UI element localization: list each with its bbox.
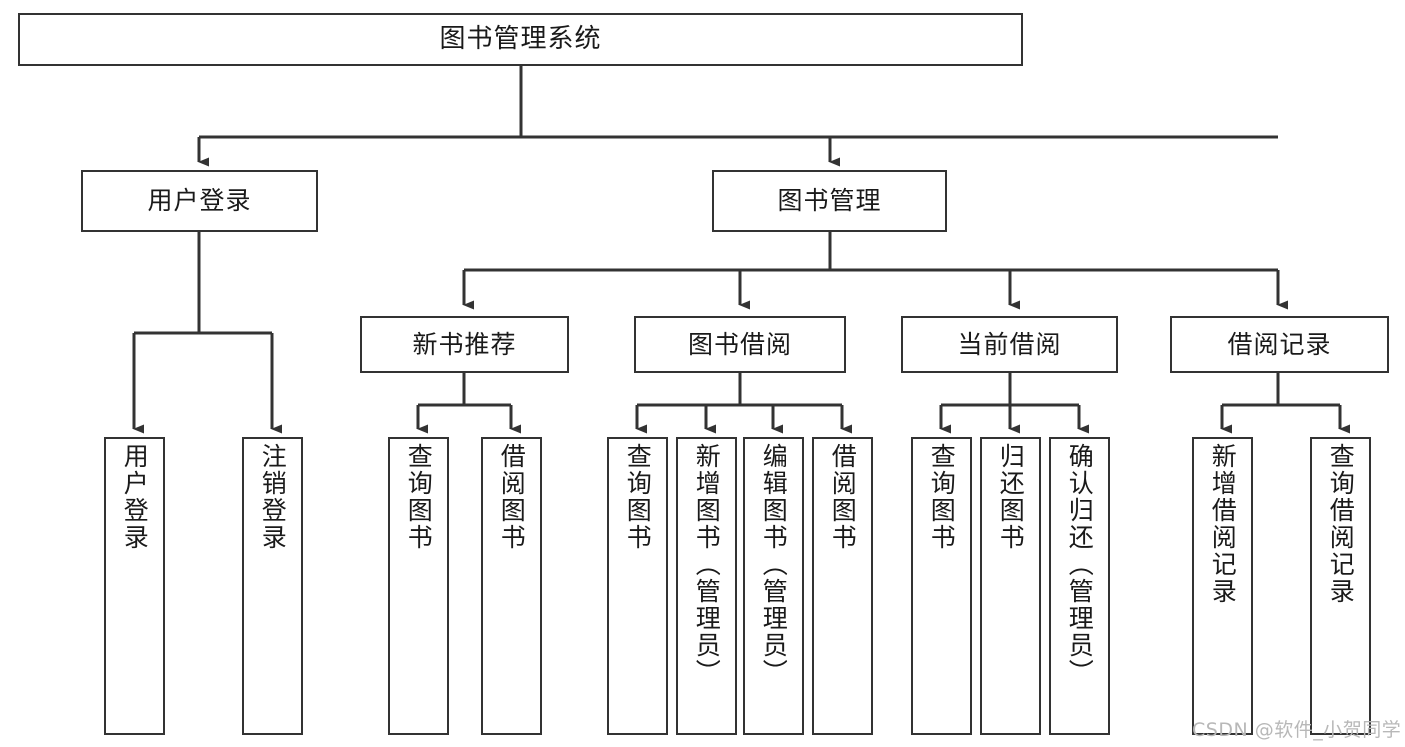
node-leaf-query-borrow-record[interactable]: 查询借阅记录 <box>1310 437 1371 735</box>
node-borrow-record[interactable]: 借阅记录 <box>1170 316 1389 373</box>
node-leaf-borrow-book-2-label: 借阅图书 <box>828 443 858 551</box>
node-leaf-query-book-1[interactable]: 查询图书 <box>388 437 449 735</box>
node-book-borrow-label: 图书借阅 <box>687 329 792 359</box>
node-leaf-edit-book-admin-label: 编辑图书（管理员） <box>759 443 789 686</box>
node-leaf-query-book-3-label: 查询图书 <box>927 443 957 551</box>
node-borrow-record-label: 借阅记录 <box>1227 329 1332 359</box>
node-leaf-add-borrow-record-label: 新增借阅记录 <box>1208 443 1238 605</box>
node-new-book-recommend-label: 新书推荐 <box>412 329 517 359</box>
node-leaf-logout-login-label: 注销登录 <box>258 443 288 551</box>
node-leaf-query-book-3[interactable]: 查询图书 <box>911 437 972 735</box>
node-user-login[interactable]: 用户登录 <box>81 170 318 232</box>
node-leaf-query-borrow-record-label: 查询借阅记录 <box>1326 443 1356 605</box>
node-leaf-logout-login[interactable]: 注销登录 <box>242 437 303 735</box>
node-leaf-user-login-label: 用户登录 <box>120 443 150 551</box>
node-root-label: 图书管理系统 <box>439 24 602 55</box>
node-leaf-query-book-2[interactable]: 查询图书 <box>607 437 668 735</box>
node-leaf-confirm-return-admin-label: 确认归还（管理员） <box>1065 443 1095 686</box>
node-leaf-add-book-admin-label: 新增图书（管理员） <box>692 443 722 686</box>
node-leaf-confirm-return-admin[interactable]: 确认归还（管理员） <box>1049 437 1110 735</box>
node-leaf-return-book[interactable]: 归还图书 <box>980 437 1041 735</box>
node-current-borrow[interactable]: 当前借阅 <box>901 316 1118 373</box>
csdn-watermark: CSDN @软件_小贺同学 <box>1192 719 1402 741</box>
node-book-manage[interactable]: 图书管理 <box>712 170 947 232</box>
node-book-borrow[interactable]: 图书借阅 <box>634 316 846 373</box>
node-current-borrow-label: 当前借阅 <box>957 329 1062 359</box>
node-leaf-return-book-label: 归还图书 <box>996 443 1026 551</box>
node-leaf-borrow-book-2[interactable]: 借阅图书 <box>812 437 873 735</box>
node-user-login-label: 用户登录 <box>147 186 252 216</box>
node-leaf-edit-book-admin[interactable]: 编辑图书（管理员） <box>743 437 804 735</box>
node-leaf-user-login[interactable]: 用户登录 <box>104 437 165 735</box>
node-root-system[interactable]: 图书管理系统 <box>18 13 1023 66</box>
node-leaf-borrow-book-1[interactable]: 借阅图书 <box>481 437 542 735</box>
node-leaf-borrow-book-1-label: 借阅图书 <box>497 443 527 551</box>
node-leaf-query-book-2-label: 查询图书 <box>623 443 653 551</box>
node-book-manage-label: 图书管理 <box>777 186 882 216</box>
node-leaf-add-book-admin[interactable]: 新增图书（管理员） <box>676 437 737 735</box>
node-leaf-add-borrow-record[interactable]: 新增借阅记录 <box>1192 437 1253 735</box>
node-new-book-recommend[interactable]: 新书推荐 <box>360 316 569 373</box>
node-leaf-query-book-1-label: 查询图书 <box>404 443 434 551</box>
